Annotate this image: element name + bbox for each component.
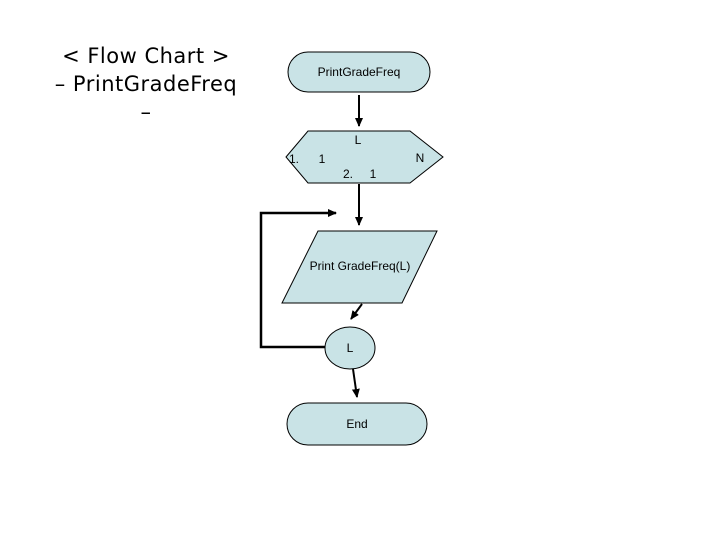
- title-line-2: – PrintGradeFreq: [54, 72, 238, 96]
- end-terminator-shape: [286, 402, 428, 446]
- title-line-1: < Flow Chart >: [62, 44, 230, 68]
- connector-loopback: [259, 209, 337, 349]
- end-terminator-label: End: [346, 417, 367, 431]
- output-parallelogram-shape: [281, 230, 438, 304]
- connector-output-to-loopend: [350, 303, 363, 320]
- loop-variable-label: L: [355, 133, 362, 147]
- loop-limit-label: N: [416, 151, 425, 165]
- start-terminator-shape: [287, 51, 431, 93]
- loop-end-ellipse-label: L: [347, 341, 354, 355]
- loop-init-value-label: 1: [319, 152, 326, 166]
- slide-title: < Flow Chart > – PrintGradeFreq –: [30, 42, 262, 126]
- title-line-3: –: [140, 100, 152, 124]
- loop-step-value-label: 1: [370, 167, 377, 181]
- loop-end-ellipse-shape: [324, 326, 376, 370]
- output-parallelogram-label: Print GradeFreq(L): [310, 259, 411, 273]
- start-terminator-label: PrintGradeFreq: [318, 65, 401, 79]
- loop-init-index-label: 1.: [289, 152, 299, 166]
- loop-hexagon-shape: [285, 130, 444, 184]
- loop-step-index-label: 2.: [343, 167, 353, 181]
- connector-loopend-to-end: [351, 368, 360, 398]
